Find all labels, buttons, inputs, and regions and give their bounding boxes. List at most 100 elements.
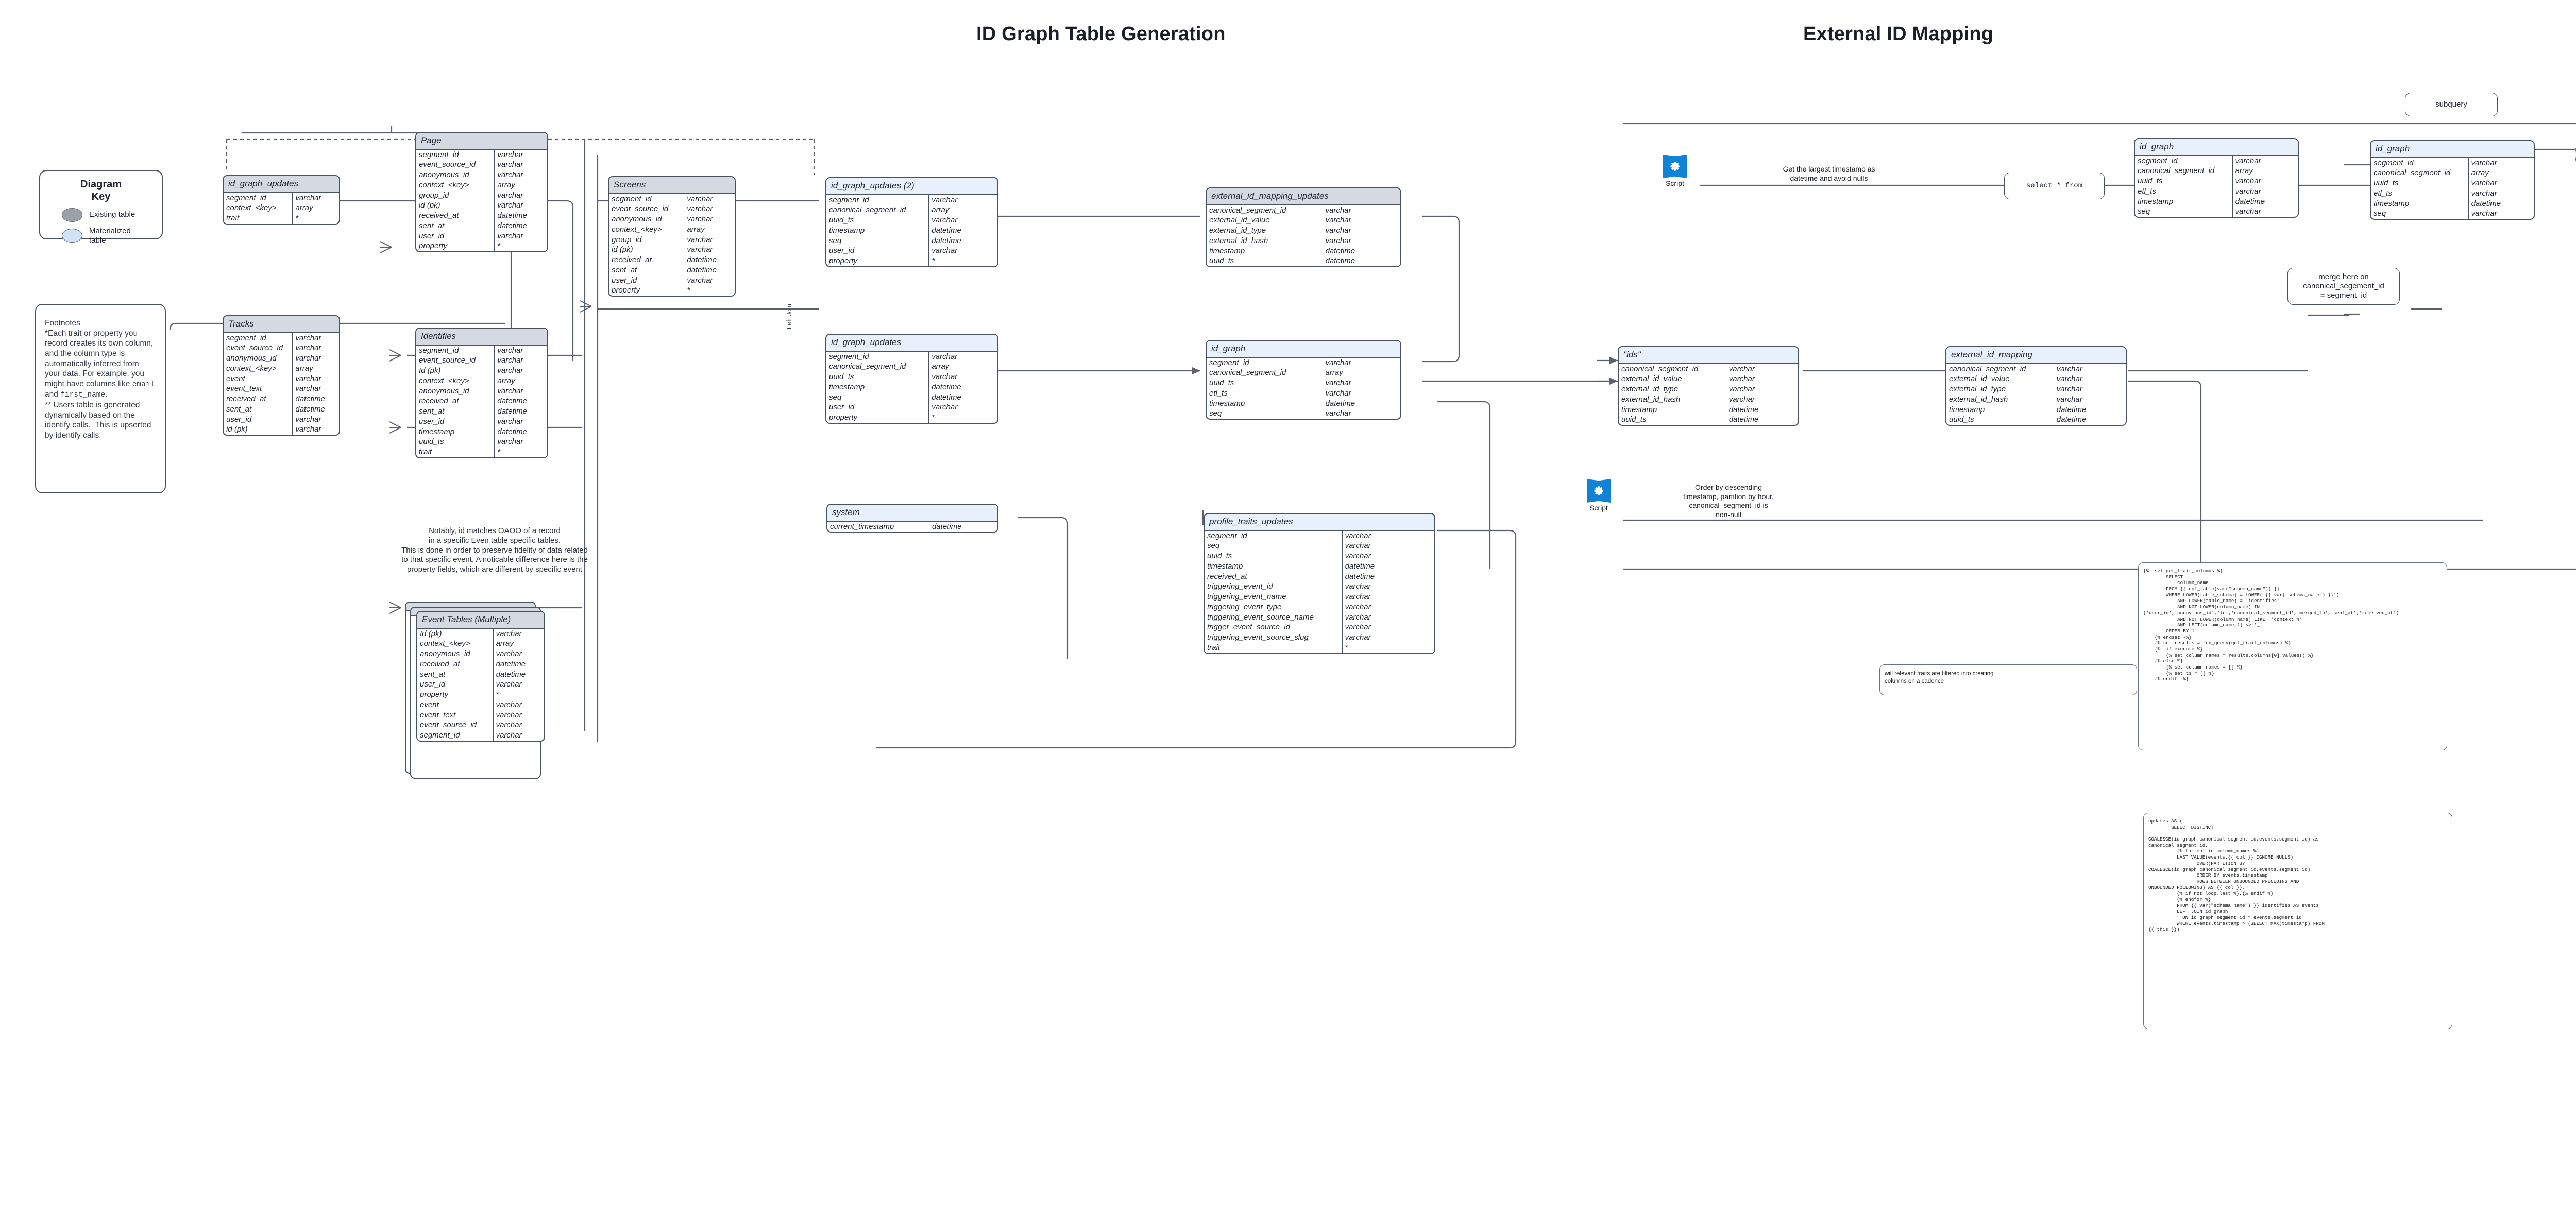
table-row: property* [417,690,544,700]
column-name: anonymous_id [416,386,495,397]
pill-merge-here[interactable]: merge here on canonical_segement_id = se… [2287,268,2400,305]
column-name: external_id_type [1946,384,2054,395]
column-type: varchar [295,333,321,342]
column-name: canonical_segment_id [2371,168,2469,179]
column-name: timestamp [826,382,929,392]
table-row: context_<key>array [224,363,339,374]
column-type: varchar [496,680,522,689]
column-type: varchar [687,204,713,214]
column-name: uuid_ts [1946,415,2054,425]
column-name: property [416,241,495,252]
script-node-orderby[interactable]: Script [1587,479,1611,512]
column-name: timestamp [1207,398,1323,409]
pill-subquery[interactable]: subquery [2405,93,2498,116]
column-type: varchar [497,150,523,159]
column-name: uuid_ts [1205,551,1343,561]
column-type: datetime [1325,256,1355,266]
column-type: datetime [931,236,961,245]
column-type: varchar [295,415,321,424]
materialized-table-swatch [62,229,82,243]
script-note-orderby: Order by descending timestamp, partition… [1683,483,1774,519]
column-name: user_id [826,402,929,413]
column-name: anonymous_id [417,649,494,659]
diagram-key-card: Diagram Key Existing table Materialized … [39,170,163,245]
column-name: seq [1207,408,1323,419]
column-type: varchar [2471,179,2497,188]
script-label: Script [1666,179,1684,187]
table-row: context_<key>array [417,639,544,649]
table-title: profile_traits_updates [1205,514,1434,531]
column-type: varchar [497,437,523,447]
footnotes-line2: . ** Users table is generated dynamicall… [45,390,151,440]
gear-icon-glyph [1594,486,1603,495]
column-type: varchar [931,372,958,382]
column-type: datetime [1345,572,1375,581]
column-type: datetime [1728,405,1759,414]
column-name: received_at [416,211,495,221]
existing-table-swatch [62,208,82,222]
column-type: datetime [931,392,961,402]
pill-select-star-from[interactable]: select * from [2004,173,2105,199]
script-node-timestamp[interactable]: Script [1663,155,1687,187]
table-external-id-mapping-updates[interactable]: external_id_mapping_updates canonical_se… [1206,187,1401,268]
table-title: system [827,505,997,522]
column-type: datetime [2235,197,2265,206]
code-block-sql-updates[interactable]: updates AS ( SELECT DISTINCT COALESCE(id… [2143,813,2452,1029]
table-external-id-mapping[interactable]: external_id_mapping canonical_segment_id… [1945,346,2127,426]
column-type: varchar [1325,409,1351,418]
column-name: event [417,699,494,710]
column-name: external_id_type [1207,226,1323,236]
script-label: Script [1589,504,1608,512]
table-title: Page [416,133,547,150]
table-title: "ids" [1619,347,1798,364]
table-row: Id (pk)varchar [416,366,547,376]
diagram-key-title-line1: Diagram [80,179,122,190]
code-block-jinja-traits[interactable]: {%- set get_trait_columns %} SELECT colu… [2138,562,2447,750]
column-name: external_id_value [1207,215,1323,226]
diagram-key-title: Diagram Key [40,178,162,203]
table-row: context_<key>array [224,203,339,214]
column-type: varchar [2235,177,2261,186]
column-type: varchar [1728,385,1755,394]
column-type: varchar [2056,374,2082,384]
column-type: varchar [687,215,713,224]
column-type: array [496,639,514,648]
table-row: property* [416,241,547,252]
table-title: Event Tables (Multiple) [417,612,544,629]
table-row: context_<key>array [416,180,547,191]
column-type: varchar [2056,385,2082,394]
column-type: varchar [2471,158,2497,167]
